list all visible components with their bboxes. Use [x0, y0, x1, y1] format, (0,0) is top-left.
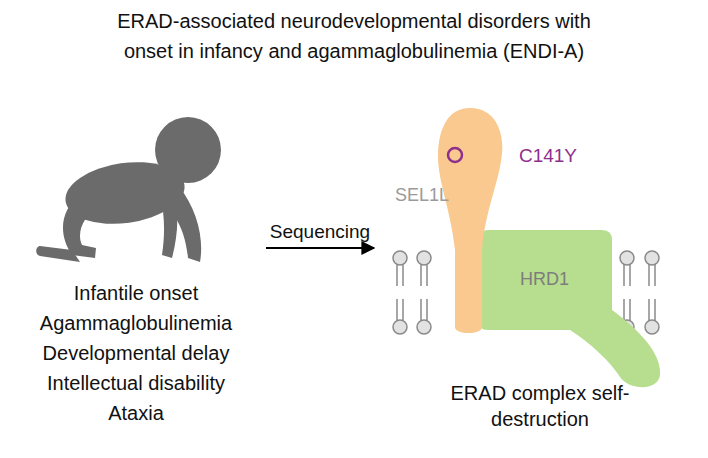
lipid-head — [645, 251, 659, 265]
arrow — [266, 247, 374, 249]
lipid-head — [417, 251, 431, 265]
mutation-site — [448, 148, 462, 162]
symptom: Developmental delay — [43, 340, 230, 366]
symptom: Intellectual disability — [47, 370, 225, 396]
shape-outline — [385, 105, 510, 337]
arrow-label: Sequencing — [270, 219, 370, 245]
hrd1-shape: HRD1 — [470, 225, 670, 393]
lipid-head — [393, 251, 407, 265]
shape-fill — [478, 230, 660, 387]
sel1l-shape: SEL1L — [385, 105, 510, 337]
symptom: Infantile onset — [74, 280, 199, 306]
result-caption: ERAD complex self-destruction — [420, 380, 660, 432]
symptom: Agammaglobulinemia — [40, 310, 232, 336]
symptom: Ataxia — [108, 400, 164, 426]
lipid-head — [393, 320, 407, 334]
shape-outline — [470, 225, 670, 393]
protein-name: HRD1 — [520, 269, 569, 290]
protein-name: SEL1L — [395, 185, 449, 206]
baby-silhouette — [36, 117, 221, 262]
title: ERAD-associated neurodevelopmental disor… — [104, 6, 604, 66]
lipid-head — [417, 320, 431, 334]
lipid-head — [620, 251, 634, 265]
mutation-label: C141Y — [519, 143, 577, 169]
lipid-head — [645, 320, 659, 334]
